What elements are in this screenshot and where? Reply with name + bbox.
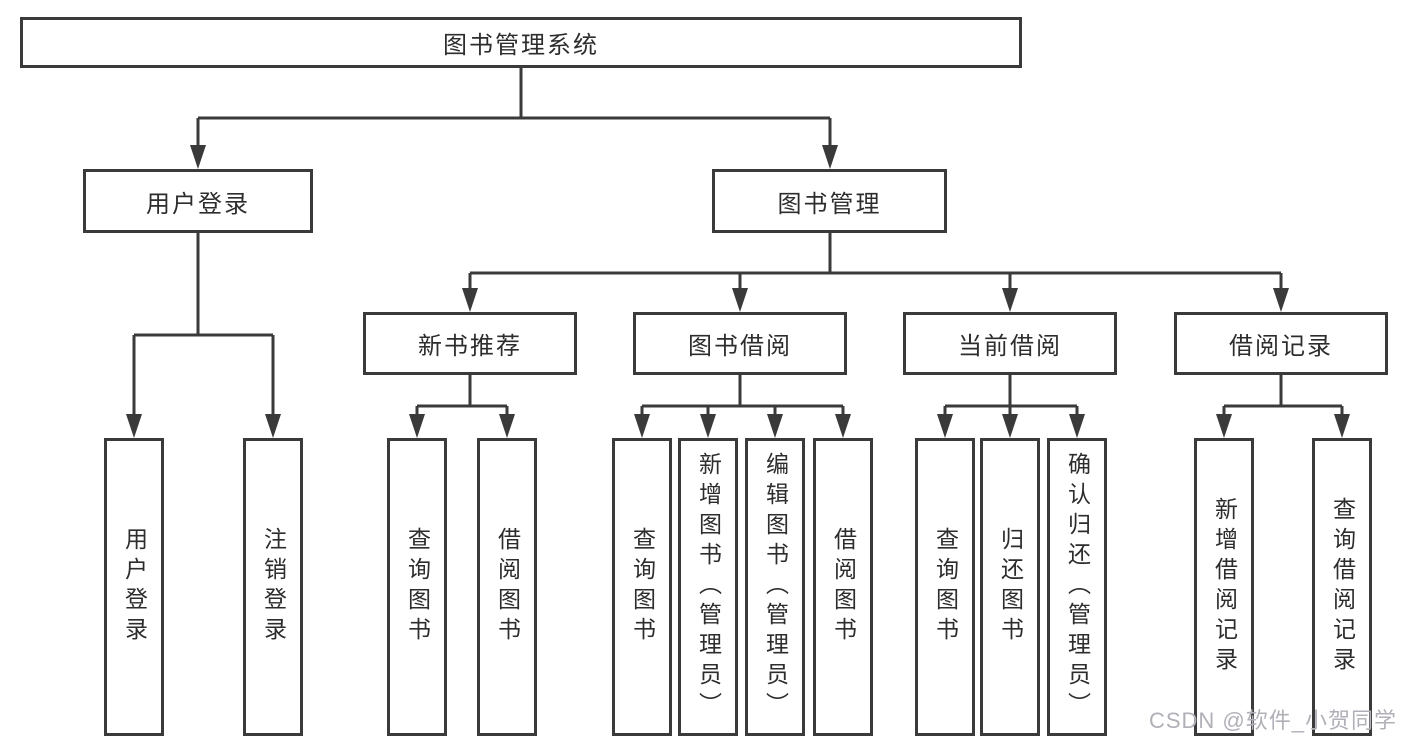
node-leaf-query-books-borrow: 查询图书	[612, 438, 672, 736]
node-book-borrow: 图书借阅	[633, 312, 847, 375]
node-label: 查询图书	[629, 527, 656, 647]
node-label: 图书借阅	[688, 333, 792, 360]
node-root-label: 图书管理系统	[443, 32, 599, 59]
node-book-management-branch: 图书管理	[712, 169, 947, 233]
node-label: 查询借阅记录	[1329, 497, 1356, 677]
node-leaf-edit-books-admin: 编辑图书（管理员）	[745, 438, 805, 736]
node-label: 当前借阅	[958, 333, 1062, 360]
node-label: 确认归还（管理员）	[1064, 452, 1091, 722]
node-leaf-confirm-return-admin: 确认归还（管理员）	[1047, 438, 1107, 736]
node-label: 查询图书	[404, 527, 431, 647]
node-leaf-add-books-admin: 新增图书（管理员）	[678, 438, 738, 736]
node-root-system: 图书管理系统	[20, 17, 1022, 68]
node-leaf-logout: 注销登录	[243, 438, 303, 736]
node-leaf-add-borrow-record: 新增借阅记录	[1194, 438, 1254, 736]
node-label: 编辑图书（管理员）	[762, 452, 789, 722]
node-new-book-recommend: 新书推荐	[363, 312, 577, 375]
node-current-borrow: 当前借阅	[903, 312, 1117, 375]
node-leaf-borrow-books-recommend: 借阅图书	[477, 438, 537, 736]
node-label: 借阅记录	[1229, 333, 1333, 360]
node-user-login-branch: 用户登录	[83, 169, 313, 233]
node-label: 图书管理	[777, 190, 882, 218]
node-leaf-borrow-books: 借阅图书	[813, 438, 873, 736]
node-leaf-query-books-current: 查询图书	[915, 438, 975, 736]
node-label: 查询图书	[932, 527, 959, 647]
node-borrow-records: 借阅记录	[1174, 312, 1388, 375]
node-label: 新增图书（管理员）	[695, 452, 722, 722]
node-label: 借阅图书	[494, 527, 521, 647]
node-label: 注销登录	[260, 527, 287, 647]
csdn-watermark: CSDN @软件_小贺同学	[1148, 708, 1397, 733]
node-label: 借阅图书	[830, 527, 857, 647]
node-leaf-query-books-recommend: 查询图书	[387, 438, 447, 736]
node-leaf-query-borrow-record: 查询借阅记录	[1312, 438, 1372, 736]
node-leaf-return-books: 归还图书	[980, 438, 1040, 736]
node-label: 新增借阅记录	[1211, 497, 1238, 677]
node-label: 新书推荐	[418, 333, 522, 360]
node-label: 用户登录	[121, 527, 148, 647]
node-leaf-user-login: 用户登录	[104, 438, 164, 736]
node-label: 用户登录	[146, 190, 250, 218]
node-label: 归还图书	[997, 527, 1024, 647]
